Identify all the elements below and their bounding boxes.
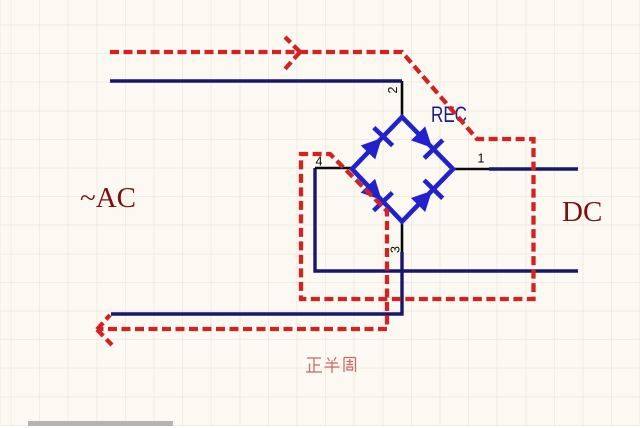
svg-text:2: 2 — [386, 87, 400, 94]
svg-text:3: 3 — [389, 246, 403, 253]
svg-text:4: 4 — [316, 155, 323, 169]
svg-text:1: 1 — [478, 152, 485, 166]
svg-text:DC: DC — [562, 196, 602, 228]
svg-text:~AC: ~AC — [80, 182, 136, 214]
